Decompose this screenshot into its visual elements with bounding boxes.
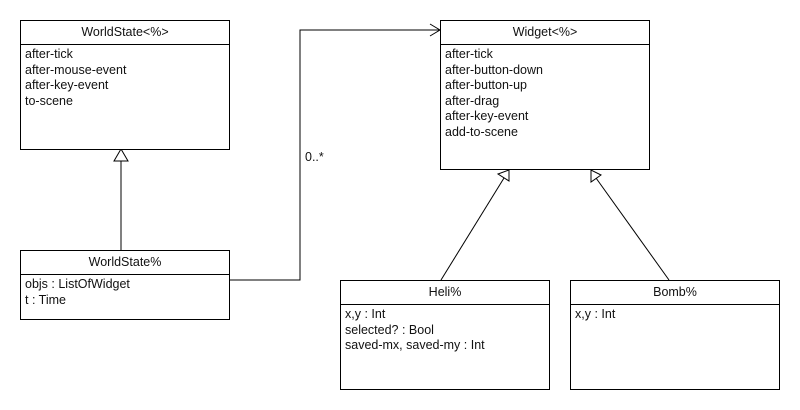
member: after-button-down <box>445 62 543 77</box>
class-name: Widget<%> <box>441 21 649 45</box>
member: after-drag <box>445 93 500 108</box>
class-members: x,y : Int <box>571 305 779 325</box>
class-name: WorldState<%> <box>21 21 229 45</box>
member: after-tick <box>445 47 493 61</box>
class-members: after-tick after-mouse-event after-key-e… <box>21 45 229 111</box>
member: after-key-event <box>25 78 109 92</box>
multiplicity-label: 0..* <box>305 150 324 164</box>
class-name: Bomb% <box>571 281 779 305</box>
member: after-mouse-event <box>25 62 127 77</box>
member: after-tick <box>25 47 73 61</box>
class-bomb[interactable]: Bomb% x,y : Int <box>570 280 780 390</box>
class-members: after-tick after-button-down after-butto… <box>441 45 649 142</box>
class-worldstate[interactable]: WorldState% objs : ListOfWidget t : Time <box>20 250 230 320</box>
class-members: objs : ListOfWidget t : Time <box>21 275 229 310</box>
generalization-arrowhead-worldstate <box>113 148 129 162</box>
member: saved-mx, saved-my : Int <box>345 338 485 352</box>
member: x,y : Int <box>345 307 386 321</box>
class-members: x,y : Int selected? : Bool saved-mx, sav… <box>341 305 549 356</box>
class-worldstate-interface[interactable]: WorldState<%> after-tick after-mouse-eve… <box>20 20 230 150</box>
class-name: WorldState% <box>21 251 229 275</box>
generalization-arrowhead-bomb <box>590 169 602 183</box>
generalization-arrowhead-heli <box>496 169 510 182</box>
member: selected? : Bool <box>345 322 434 337</box>
class-heli[interactable]: Heli% x,y : Int selected? : Bool saved-m… <box>340 280 550 390</box>
member: after-key-event <box>445 109 529 123</box>
member: add-to-scene <box>445 124 518 139</box>
association-objs-line <box>229 29 440 281</box>
member: t : Time <box>25 292 66 307</box>
member: objs : ListOfWidget <box>25 277 130 291</box>
member: to-scene <box>25 93 73 108</box>
member: after-button-up <box>445 78 527 92</box>
generalization-heli <box>440 177 505 281</box>
generalization-bomb <box>595 177 670 281</box>
member: x,y : Int <box>575 307 616 321</box>
class-name: Heli% <box>341 281 549 305</box>
class-widget-interface[interactable]: Widget<%> after-tick after-button-down a… <box>440 20 650 170</box>
